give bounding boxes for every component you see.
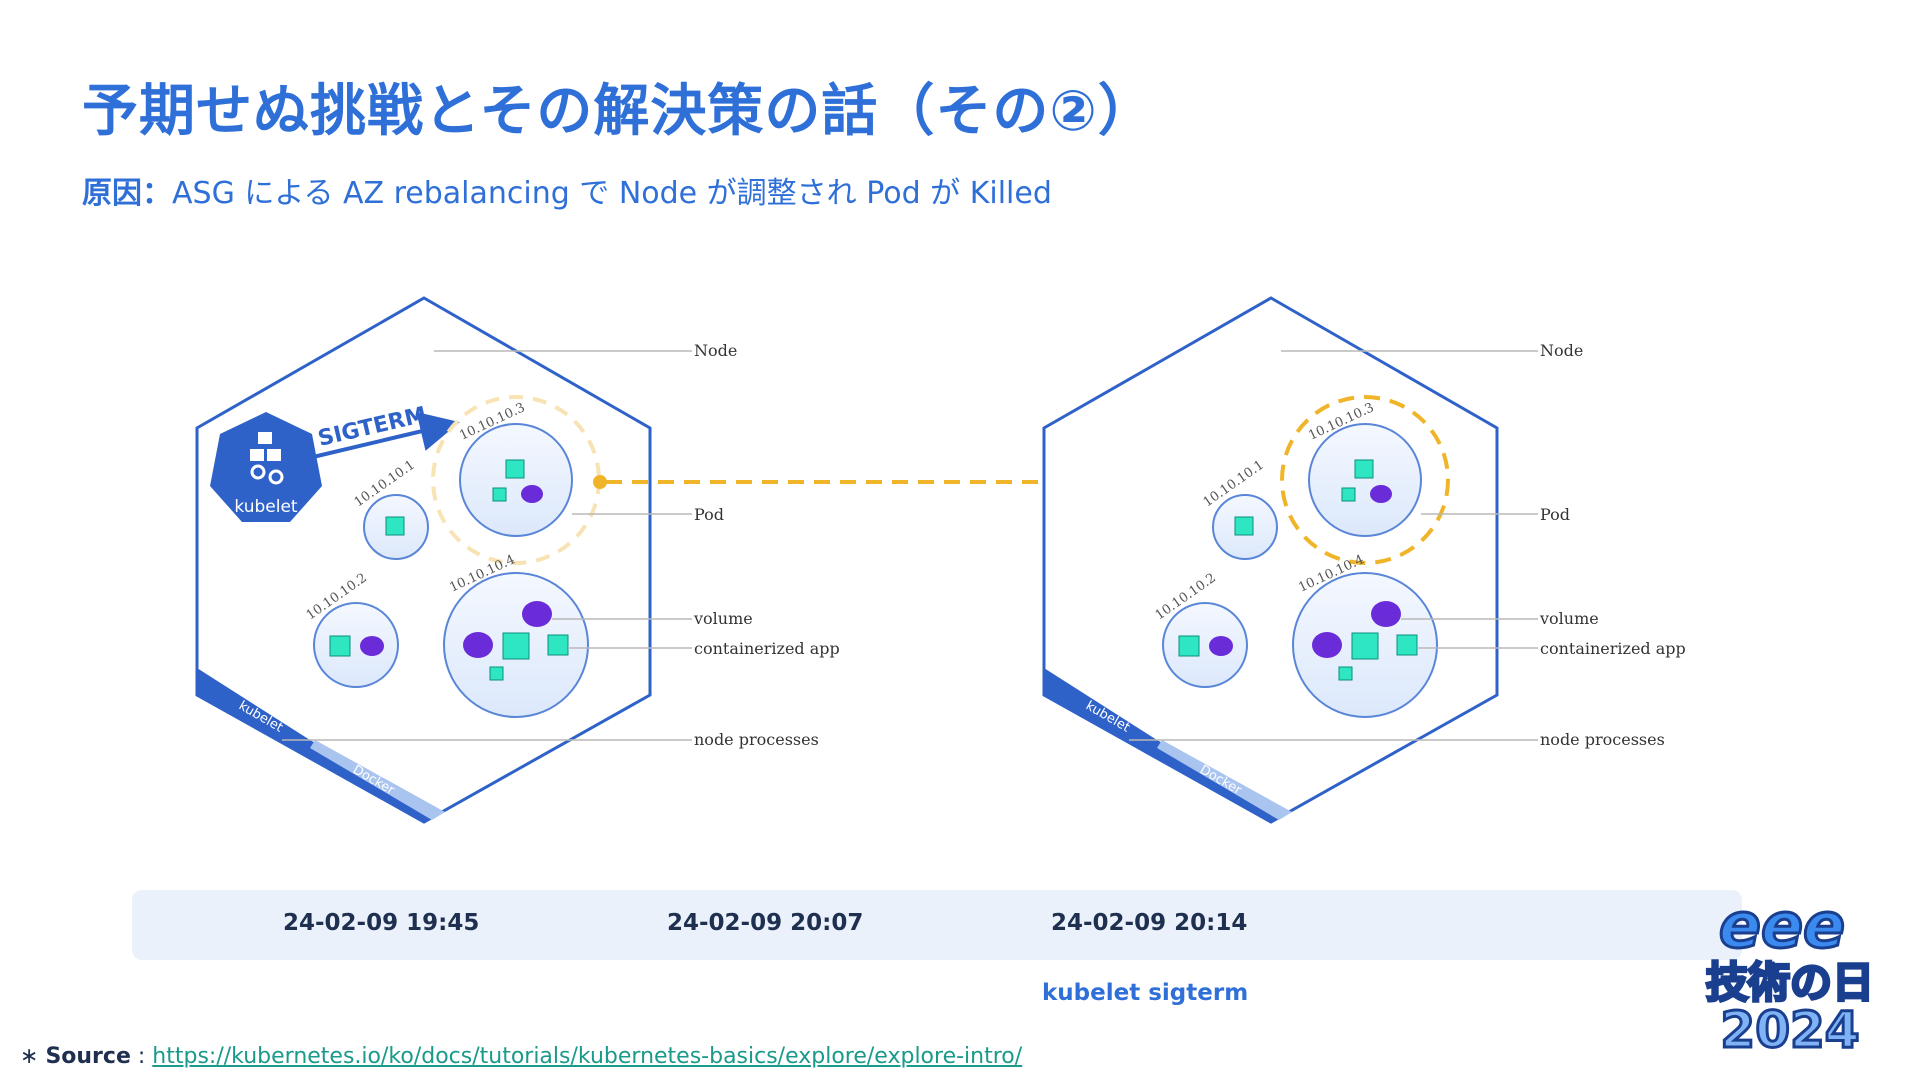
kubelet-badge-label: kubelet	[234, 497, 298, 517]
docker-bar	[310, 740, 445, 820]
node-diagram: kubelet Docker kubelet SIGTERM 10.10.10.…	[195, 296, 1686, 824]
asterisk-icon: ∗	[20, 1044, 39, 1069]
node-left: kubelet Docker kubelet SIGTERM 10.10.10.…	[195, 296, 840, 824]
callout-node: Node	[1540, 341, 1583, 360]
volume-icon	[1371, 601, 1401, 627]
timestamp-3: 24-02-09 20:14	[1051, 910, 1248, 936]
container-icon	[489, 666, 504, 681]
node-hexagon	[1042, 296, 1499, 824]
callout-pod: Pod	[694, 505, 724, 524]
volume-icon	[522, 601, 552, 627]
source-label: Source	[45, 1044, 131, 1069]
volume-icon	[1209, 636, 1233, 656]
page-subtitle: 原因：ASG による AZ rebalancing で Node が調整され P…	[82, 168, 1052, 212]
docker-bar	[1157, 740, 1292, 820]
callout-node-processes: node processes	[1540, 730, 1665, 749]
container-icon	[547, 634, 569, 656]
container-icon	[1178, 635, 1200, 657]
container-icon	[329, 635, 351, 657]
logo-line3: 2024	[1720, 1001, 1859, 1059]
container-icon	[385, 516, 405, 536]
volume-icon	[521, 485, 543, 503]
event-logo: eee 技術の日 2024	[1704, 888, 1875, 1061]
container-icon	[505, 459, 525, 479]
logo-line1: eee	[1719, 889, 1845, 962]
container-icon	[1354, 459, 1374, 479]
source-separator: :	[137, 1044, 146, 1069]
kubelet-icon	[250, 432, 284, 485]
callout-lines	[1129, 350, 1538, 741]
callout-pod: Pod	[1540, 505, 1570, 524]
volume-icon	[1312, 632, 1342, 658]
container-icon	[1341, 487, 1356, 502]
callout-containerized-app: containerized app	[694, 639, 840, 658]
timestamp-1: 24-02-09 19:45	[283, 910, 480, 936]
node-hexagon	[195, 296, 652, 824]
callout-lines	[282, 350, 692, 741]
source-link[interactable]: https://kubernetes.io/ko/docs/tutorials/…	[152, 1044, 1023, 1069]
callout-containerized-app: containerized app	[1540, 639, 1686, 658]
container-icon	[1351, 632, 1379, 660]
volume-icon	[1370, 485, 1392, 503]
callout-node: Node	[694, 341, 737, 360]
source-footnote: ∗ Source : https://kubernetes.io/ko/docs…	[20, 1044, 1022, 1069]
pod-10-10-10-4: 10.10.10.4	[1292, 552, 1438, 718]
container-icon	[492, 487, 507, 502]
page-title: 予期せぬ挑戦とその解決策の話（その②）	[82, 79, 1155, 144]
migration-start-dot	[593, 475, 607, 489]
callout-node-processes: node processes	[694, 730, 819, 749]
subtitle-lead: 原因：	[82, 176, 172, 211]
pod-10-10-10-4: 10.10.10.4	[443, 552, 589, 718]
timestamp-2: 24-02-09 20:07	[667, 910, 864, 936]
rescheduled-pod-ring	[1280, 395, 1450, 565]
timeline-bar	[132, 890, 1742, 960]
volume-icon	[463, 632, 493, 658]
callout-volume: volume	[693, 609, 753, 628]
volume-icon	[360, 636, 384, 656]
container-icon	[502, 632, 530, 660]
container-icon	[1396, 634, 1418, 656]
subtitle-text: ASG による AZ rebalancing で Node が調整され Pod …	[172, 176, 1052, 211]
callout-volume: volume	[1539, 609, 1599, 628]
container-icon	[1234, 516, 1254, 536]
container-icon	[1338, 666, 1353, 681]
sigterm-arrow	[291, 411, 460, 464]
logo-line2: 技術の日	[1706, 958, 1874, 1007]
timeline-event-label: kubelet sigterm	[1042, 980, 1249, 1006]
kubelet-badge	[210, 412, 322, 522]
node-right: kubelet Docker 10.10.10.3 10.10.10.1 10.…	[1042, 296, 1686, 824]
